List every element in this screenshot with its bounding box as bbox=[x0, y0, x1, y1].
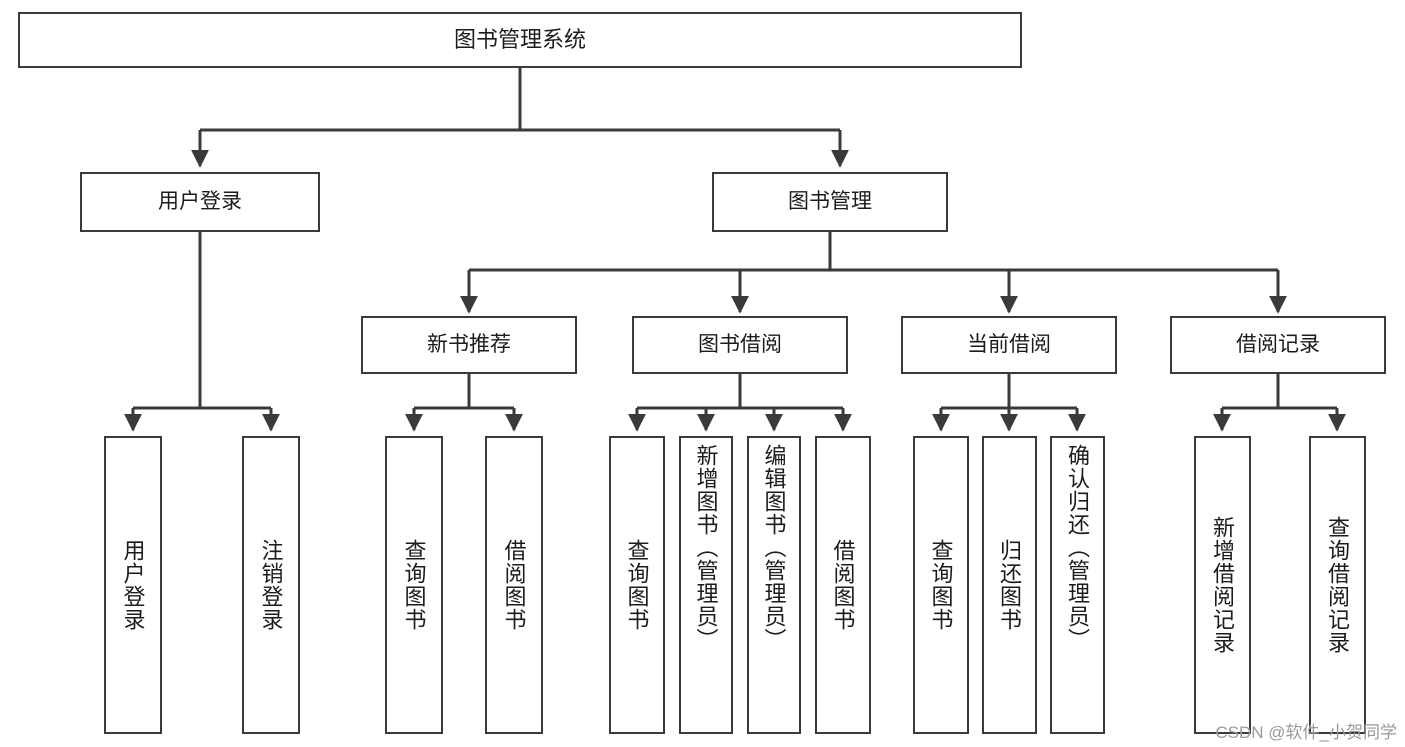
leaf-borrow-book-2-label: 借阅图书 bbox=[830, 539, 856, 631]
leaf-borrow-book-1-label: 借阅图书 bbox=[501, 539, 527, 631]
node-book-manage-label: 图书管理 bbox=[788, 190, 872, 214]
leaf-borrow-book-1[interactable]: 借阅图书 bbox=[485, 436, 543, 734]
leaf-edit-book[interactable]: 编辑图书（管理员） bbox=[747, 436, 801, 734]
leaf-user-login-label: 用户登录 bbox=[120, 539, 146, 631]
leaf-logout-login[interactable]: 注销登录 bbox=[242, 436, 300, 734]
leaf-confirm-return-label: 确认归还（管理员） bbox=[1065, 444, 1091, 651]
leaf-query-book-3-label: 查询图书 bbox=[928, 539, 954, 631]
node-borrow-record-label: 借阅记录 bbox=[1236, 333, 1320, 357]
leaf-return-book-label: 归还图书 bbox=[997, 539, 1023, 631]
leaf-confirm-return[interactable]: 确认归还（管理员） bbox=[1050, 436, 1105, 734]
node-new-book-recommend[interactable]: 新书推荐 bbox=[361, 316, 577, 374]
leaf-user-login[interactable]: 用户登录 bbox=[104, 436, 162, 734]
watermark: CSDN @软件_小贺同学 bbox=[1215, 723, 1397, 742]
node-current-borrow-label: 当前借阅 bbox=[967, 333, 1051, 357]
leaf-add-book-label: 新增图书（管理员） bbox=[693, 444, 719, 651]
node-user-login[interactable]: 用户登录 bbox=[80, 172, 320, 232]
node-new-book-recommend-label: 新书推荐 bbox=[427, 333, 511, 357]
leaf-borrow-book-2[interactable]: 借阅图书 bbox=[815, 436, 871, 734]
leaf-edit-book-label: 编辑图书（管理员） bbox=[761, 444, 787, 651]
leaf-add-book[interactable]: 新增图书（管理员） bbox=[679, 436, 733, 734]
leaf-add-borrow-record[interactable]: 新增借阅记录 bbox=[1194, 436, 1251, 734]
leaf-return-book[interactable]: 归还图书 bbox=[982, 436, 1037, 734]
node-borrow-record[interactable]: 借阅记录 bbox=[1170, 316, 1386, 374]
node-book-borrow-label: 图书借阅 bbox=[698, 333, 782, 357]
node-current-borrow[interactable]: 当前借阅 bbox=[901, 316, 1117, 374]
leaf-query-borrow-record-label: 查询借阅记录 bbox=[1325, 516, 1351, 654]
leaf-logout-login-label: 注销登录 bbox=[258, 539, 284, 631]
leaf-query-book-2[interactable]: 查询图书 bbox=[609, 436, 665, 734]
leaf-query-borrow-record[interactable]: 查询借阅记录 bbox=[1309, 436, 1366, 734]
node-root[interactable]: 图书管理系统 bbox=[18, 12, 1022, 68]
node-book-manage[interactable]: 图书管理 bbox=[712, 172, 948, 232]
node-user-login-label: 用户登录 bbox=[158, 190, 242, 214]
leaf-query-book-2-label: 查询图书 bbox=[624, 539, 650, 631]
leaf-add-borrow-record-label: 新增借阅记录 bbox=[1210, 516, 1236, 654]
node-book-borrow[interactable]: 图书借阅 bbox=[632, 316, 848, 374]
leaf-query-book-3[interactable]: 查询图书 bbox=[913, 436, 969, 734]
leaf-query-book-1-label: 查询图书 bbox=[401, 539, 427, 631]
node-root-label: 图书管理系统 bbox=[453, 26, 586, 52]
leaf-query-book-1[interactable]: 查询图书 bbox=[385, 436, 443, 734]
